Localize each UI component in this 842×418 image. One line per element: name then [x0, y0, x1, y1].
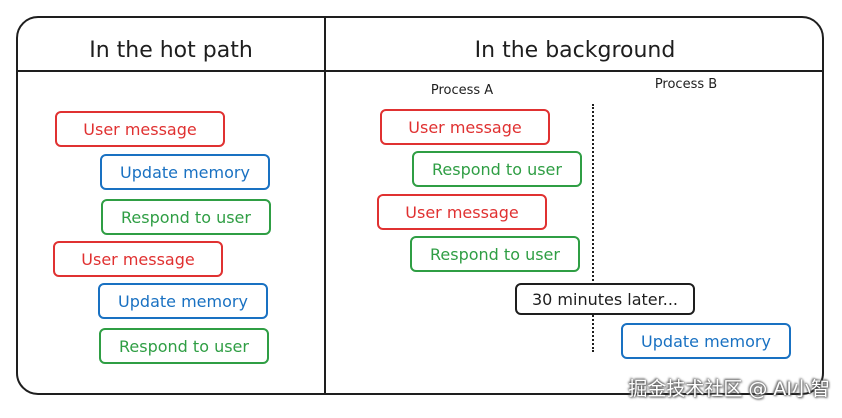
hot-path-respond-box: Respond to user [101, 199, 271, 235]
delay-note-box: 30 minutes later... [515, 283, 695, 315]
watermark: 掘金技术社区 @ AI小智 [628, 378, 830, 400]
diagram-frame [16, 16, 824, 395]
process-b-label: Process B [654, 77, 718, 92]
process-a-user-message-box: User message [377, 194, 547, 230]
hot-path-user-message-box: User message [53, 241, 223, 277]
process-a-user-message-box: User message [380, 109, 550, 145]
process-divider [592, 104, 594, 352]
hot-path-respond-box: Respond to user [99, 328, 269, 364]
process-a-respond-box: Respond to user [412, 151, 582, 187]
hot-path-user-message-box: User message [55, 111, 225, 147]
process-a-respond-box: Respond to user [410, 236, 580, 272]
background-title: In the background [474, 38, 676, 63]
hot-path-update-memory-box: Update memory [100, 154, 270, 190]
hot-path-update-memory-box: Update memory [98, 283, 268, 319]
column-divider [324, 18, 326, 393]
header-divider [18, 70, 824, 72]
process-a-label: Process A [430, 83, 494, 98]
process-b-update-memory-box: Update memory [621, 323, 791, 359]
hot-path-title: In the hot path [89, 38, 253, 63]
